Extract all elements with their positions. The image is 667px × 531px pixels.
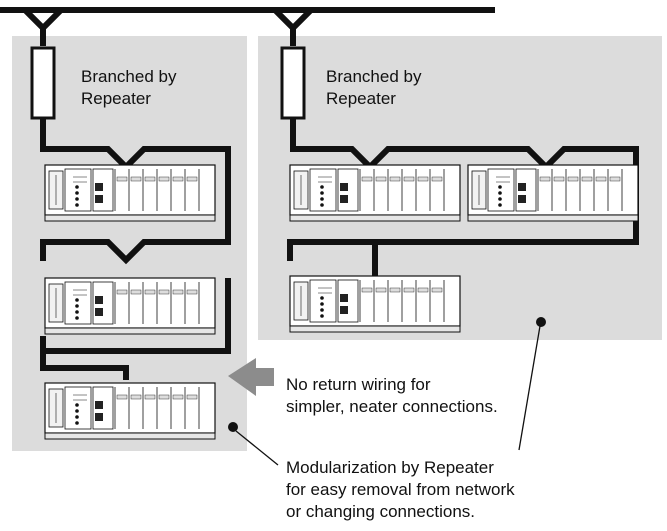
left-branch-cable <box>40 28 231 380</box>
callout-dot <box>536 317 546 327</box>
label-line: Branched by <box>326 67 422 86</box>
caption-line: or changing connections. <box>286 502 476 521</box>
plc-rack-icon <box>44 382 216 440</box>
right-branch-cable <box>287 28 639 276</box>
callout-dot <box>228 422 238 432</box>
caption-line: Modularization by Repeater <box>286 458 494 477</box>
plc-rack-icon <box>467 164 639 222</box>
trunk-bus <box>0 7 495 33</box>
arrow-left-icon <box>228 358 274 396</box>
plc-rack-icon <box>44 164 216 222</box>
modularization-caption: Modularization by Repeater for easy remo… <box>286 457 515 523</box>
label-line: Repeater <box>81 89 151 108</box>
repeater-label-left: Branched by Repeater <box>81 66 176 110</box>
plc-rack-icon <box>289 275 461 333</box>
repeater-box-icon <box>280 46 306 120</box>
label-line: Branched by <box>81 67 177 86</box>
plc-rack-icon <box>44 277 216 335</box>
caption-line: simpler, neater connections. <box>286 397 498 416</box>
repeater-box-icon <box>30 46 56 120</box>
callout-leader <box>235 430 279 466</box>
caption-line: for easy removal from network <box>286 480 515 499</box>
caption-line: No return wiring for <box>286 375 431 394</box>
repeater-label-right: Branched by Repeater <box>326 66 421 110</box>
no-return-caption: No return wiring for simpler, neater con… <box>286 374 498 418</box>
callout-leader <box>518 325 541 451</box>
label-line: Repeater <box>326 89 396 108</box>
plc-rack-icon <box>289 164 461 222</box>
